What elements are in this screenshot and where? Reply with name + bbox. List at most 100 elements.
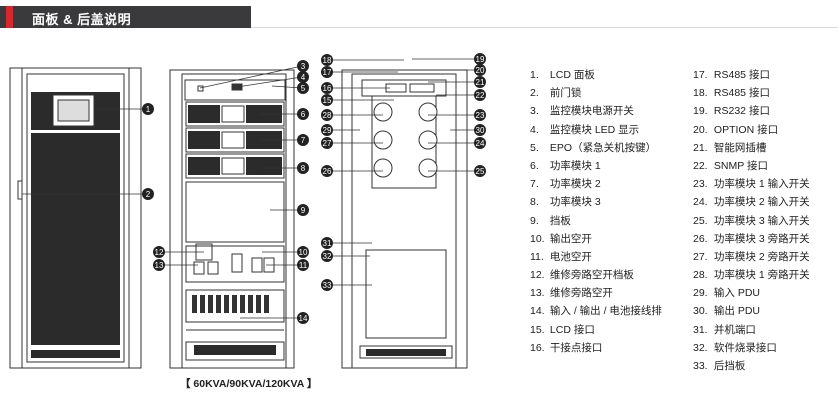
legend-item: 14. 输入 / 输出 / 电池接线排 bbox=[530, 302, 662, 320]
legend-num: 5. bbox=[530, 141, 539, 154]
header-accent-bar bbox=[6, 6, 13, 28]
legend-label: RS485 接口 bbox=[713, 69, 770, 81]
legend-item: 18. RS485 接口 bbox=[693, 84, 810, 102]
callout-label: 33 bbox=[323, 281, 332, 290]
callout-label: 13 bbox=[155, 261, 164, 270]
callout-label: 4 bbox=[301, 73, 306, 82]
callout-label: 22 bbox=[476, 91, 485, 100]
legend-label: 维修旁路空开档板 bbox=[549, 269, 634, 282]
legend-num: 30. bbox=[693, 305, 708, 318]
legend-num: 2. bbox=[530, 87, 539, 100]
legend-item: 23. 功率模块 1 输入开关 bbox=[693, 175, 810, 193]
callout-label: 17 bbox=[323, 68, 332, 77]
legend-label: SNMP 接口 bbox=[713, 159, 768, 172]
legend-num: 32. bbox=[693, 341, 708, 354]
callout-label: 12 bbox=[155, 248, 164, 257]
callout-label: 32 bbox=[323, 252, 332, 261]
legend-num: 17. bbox=[693, 69, 708, 81]
legend-label: LCD 接口 bbox=[549, 323, 595, 336]
callout-label: 8 bbox=[301, 164, 306, 173]
legend-label: 监控模块电源开关 bbox=[549, 105, 634, 118]
legend-item: 24. 功率模块 2 输入开关 bbox=[693, 193, 810, 211]
legend-num: 19. bbox=[693, 105, 708, 118]
legend-item: 26. 功率模块 3 旁路开关 bbox=[693, 230, 810, 248]
legend-item: 6. 功率模块 1 bbox=[530, 157, 662, 175]
legend-item: 7. 功率模块 2 bbox=[530, 175, 662, 193]
legend-label: 后挡板 bbox=[713, 360, 746, 372]
legend-num: 27. bbox=[693, 250, 708, 263]
callout-label: 31 bbox=[323, 239, 332, 248]
legend-num: 10. bbox=[530, 232, 545, 245]
legend-num: 3. bbox=[530, 105, 539, 118]
legend-num: 15. bbox=[530, 323, 545, 336]
legend-label: 输入 / 输出 / 电池接线排 bbox=[549, 305, 662, 318]
callout-label: 15 bbox=[323, 96, 332, 105]
callout-label: 11 bbox=[299, 261, 308, 270]
legend-label: 输出 PDU bbox=[713, 305, 761, 318]
legend-item: 32. 软件烧录接口 bbox=[693, 339, 810, 357]
legend-label: 功率模块 2 旁路开关 bbox=[713, 250, 810, 263]
legend-item: 28. 功率模块 1 旁路开关 bbox=[693, 266, 810, 284]
legend-item: 20. OPTION 接口 bbox=[693, 121, 810, 139]
legend-num: 26. bbox=[693, 232, 708, 245]
callout-label: 7 bbox=[301, 136, 306, 145]
legend-label: RS232 接口 bbox=[713, 105, 770, 118]
open-cabinet-front bbox=[169, 69, 295, 369]
callout-label: 2 bbox=[146, 190, 151, 199]
header-divider bbox=[251, 27, 838, 28]
callout-label: 24 bbox=[476, 139, 485, 148]
section-header: 面板 & 后盖说明 bbox=[0, 6, 251, 28]
legend-label: 挡板 bbox=[549, 214, 571, 227]
legend-label: 功率模块 3 输入开关 bbox=[713, 214, 810, 227]
legend-item: 15. LCD 接口 bbox=[530, 321, 662, 339]
callout-label: 30 bbox=[476, 126, 485, 135]
legend-item: 2. 前门锁 bbox=[530, 84, 662, 102]
callout-label: 5 bbox=[301, 84, 306, 93]
legend-label: 监控模块 LED 显示 bbox=[549, 123, 640, 136]
callout-label: 16 bbox=[323, 84, 332, 93]
legend-num: 9. bbox=[530, 214, 539, 227]
legend-item: 12. 维修旁路空开档板 bbox=[530, 266, 662, 284]
callout-label: 10 bbox=[299, 248, 308, 257]
callout-markers: 1 2 3 4 5 6 7 8 9 10 11 12 13 14 15 16 1… bbox=[142, 53, 486, 324]
legend-item: 22. SNMP 接口 bbox=[693, 157, 810, 175]
callout-label: 9 bbox=[301, 206, 306, 215]
legend-right: 17. RS485 接口 18. RS485 接口 19. RS232 接口 2… bbox=[693, 66, 810, 375]
legend-label: 输入 PDU bbox=[713, 287, 761, 300]
legend-label: 并机端口 bbox=[713, 323, 756, 336]
legend-label: OPTION 接口 bbox=[713, 123, 779, 136]
legend-label: LCD 面板 bbox=[549, 69, 595, 81]
legend-label: 维修旁路空开 bbox=[549, 287, 613, 300]
legend-item: 29. 输入 PDU bbox=[693, 284, 810, 302]
closed-cabinet bbox=[9, 67, 142, 369]
legend-num: 18. bbox=[693, 87, 708, 100]
legend-num: 1. bbox=[530, 69, 539, 81]
callout-label: 27 bbox=[323, 139, 332, 148]
legend-num: 29. bbox=[693, 287, 708, 300]
legend-num: 22. bbox=[693, 159, 708, 172]
legend-num: 8. bbox=[530, 196, 539, 209]
legend-label: 电池空开 bbox=[549, 250, 592, 263]
legend-label: 软件烧录接口 bbox=[713, 341, 777, 354]
callout-label: 3 bbox=[301, 62, 306, 71]
legend-label: 干接点接口 bbox=[549, 341, 603, 354]
legend-num: 6. bbox=[530, 159, 539, 172]
rear-fans bbox=[373, 102, 438, 178]
section-title: 面板 & 后盖说明 bbox=[32, 12, 132, 27]
legend-num: 28. bbox=[693, 269, 708, 282]
callout-label: 28 bbox=[323, 111, 332, 120]
callout-label: 18 bbox=[323, 56, 332, 65]
legend-num: 11. bbox=[530, 250, 544, 263]
legend-label: 功率模块 3 旁路开关 bbox=[713, 232, 810, 245]
legend-item: 11. 电池空开 bbox=[530, 248, 662, 266]
model-caption: 【 60KVA/90KVA/120KVA 】 bbox=[180, 378, 318, 390]
legend-label: 前门锁 bbox=[549, 87, 582, 100]
legend-num: 16. bbox=[530, 341, 545, 354]
legend-item: 19. RS232 接口 bbox=[693, 102, 810, 120]
callout-label: 25 bbox=[476, 167, 485, 176]
legend-label: 输出空开 bbox=[549, 232, 592, 245]
leader-lines bbox=[22, 58, 478, 319]
legend-label: 功率模块 2 输入开关 bbox=[713, 196, 810, 209]
legend-item: 30. 输出 PDU bbox=[693, 302, 810, 320]
legend-num: 31. bbox=[693, 323, 708, 336]
